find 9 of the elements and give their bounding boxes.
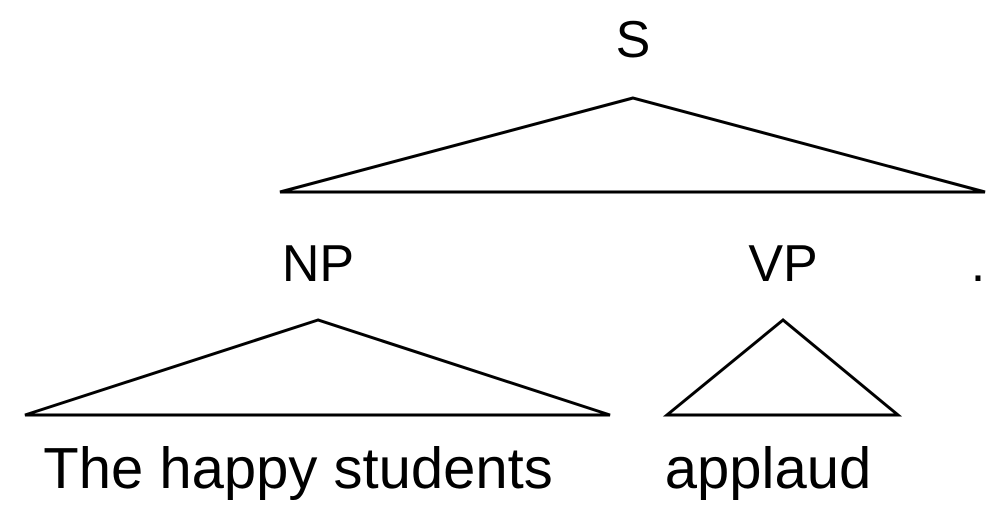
punctuation-label: . xyxy=(970,238,986,290)
word-label: applaud xyxy=(664,440,872,498)
triangle xyxy=(662,318,902,416)
triangle xyxy=(278,96,986,194)
category-label: NP xyxy=(282,238,354,290)
triangle xyxy=(24,318,612,416)
word-label: The happy students xyxy=(43,440,553,498)
category-label: VP xyxy=(748,238,818,290)
category-label: S xyxy=(616,14,650,66)
